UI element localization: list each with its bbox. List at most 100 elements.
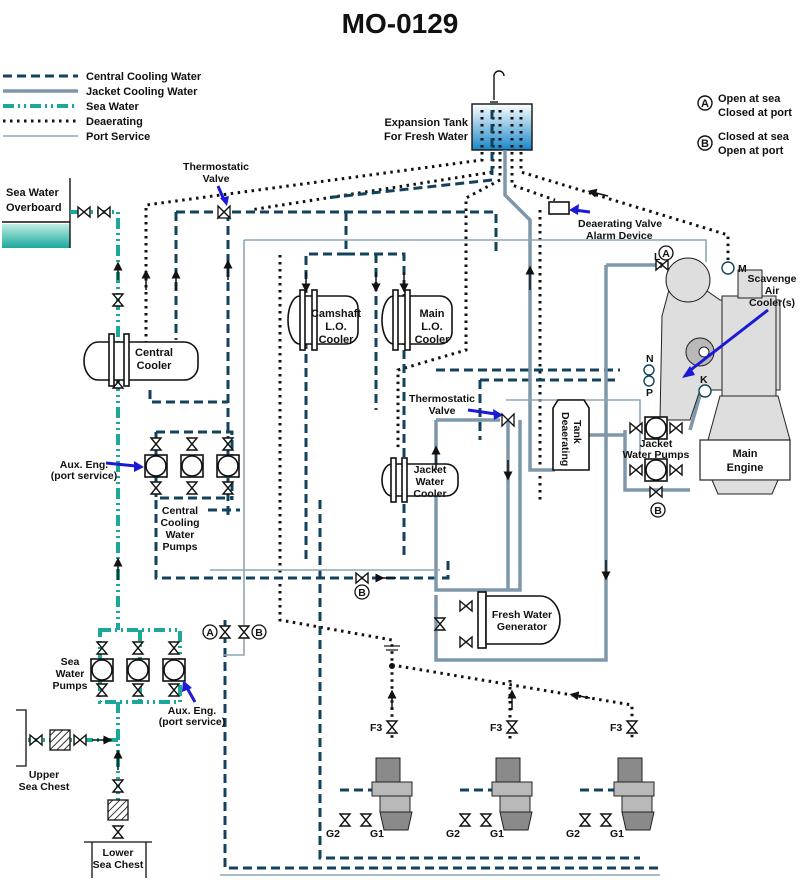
- aux-eng-1-label-2: (port service): [51, 470, 118, 482]
- valve-a-letter: A: [701, 98, 709, 110]
- flow-arrows: [92, 188, 611, 770]
- port-valve-b: B: [354, 572, 370, 600]
- main-lo-cooler-label-2: L.O.: [421, 321, 442, 333]
- sea-water-piping: [28, 210, 182, 810]
- valve-a-aux-line: A: [206, 627, 214, 639]
- jacket-pump-2: [644, 458, 668, 482]
- aux-engine-3-g1: G1: [610, 828, 624, 840]
- jacket-cooling-piping: [434, 150, 702, 662]
- aux-engine-1-g2: G2: [326, 828, 340, 840]
- thermostatic-valve-1-label-1: Thermostatic: [183, 161, 249, 173]
- scavenge-label-3: Cooler(s): [749, 297, 795, 309]
- upper-sea-chest: Upper Sea Chest: [16, 709, 87, 793]
- aux-eng-1-label-1: Aux. Eng.: [60, 459, 109, 471]
- thermostatic-valve-2-label-2: Valve: [429, 405, 456, 417]
- central-pump-3: [216, 454, 240, 478]
- connection-points: L M N P K A: [643, 245, 747, 399]
- thermostatic-valve-1-label-2: Valve: [203, 173, 230, 185]
- central-pumps-label-1: Central: [162, 505, 198, 517]
- fwg-label-1: Fresh Water: [492, 609, 552, 621]
- aux-engine-1-f3: F3: [370, 722, 382, 734]
- jacket-cooler-label-1: Jacket: [414, 464, 447, 476]
- valve-b-symbol: [697, 135, 713, 151]
- valve-b-aux-line: B: [255, 627, 263, 639]
- page-title: MO-0129: [342, 8, 459, 39]
- fresh-water-generator: Fresh Water Generator: [434, 591, 561, 649]
- legend-label-jacket-cooling: Jacket Cooling Water: [86, 86, 198, 98]
- valve-b-line2: Open at port: [718, 145, 784, 157]
- deaerating-tank-label-2: Tank: [571, 420, 583, 444]
- sea-pumps-label-3: Pumps: [52, 680, 87, 692]
- jacket-water-cooler: Jacket Water Cooler: [381, 457, 459, 503]
- valve-b-letter: B: [701, 138, 709, 150]
- camshaft-cooler-label-3: Cooler: [319, 334, 355, 346]
- deaerating-alarm-label-2: Alarm Device: [586, 230, 653, 242]
- central-cooler: Central Cooler: [83, 333, 199, 387]
- main-engine-label-2: Engine: [727, 462, 764, 474]
- camshaft-cooler-label-1: Camshaft: [311, 308, 361, 320]
- sea-water-overboard: Sea Water Overboard: [2, 178, 71, 248]
- thermostatic-valve-2-label-1: Thermostatic: [409, 393, 475, 405]
- upper-sea-chest-label-2: Sea Chest: [19, 781, 70, 793]
- valve-a-symbol: [697, 95, 713, 111]
- valve-a-at-l: A: [662, 248, 670, 260]
- aux-eng-2-label-2: (port service): [159, 716, 226, 728]
- deaerating-alarm-label-1: Deaerating Valve: [578, 218, 662, 230]
- vent-fitting: [384, 645, 400, 669]
- aux-engine-3-f3: F3: [610, 722, 622, 734]
- expansion-tank-label-2: For Fresh Water: [384, 131, 469, 143]
- main-lo-cooler: Main L.O. Cooler: [381, 289, 453, 351]
- main-lo-cooler-label-3: Cooler: [415, 334, 451, 346]
- jacket-cooler-label-3: Cooler: [413, 488, 446, 500]
- central-cooler-label-1: Central: [135, 347, 173, 359]
- aux-eng-port-service-callout-1: Aux. Eng. (port service): [51, 459, 144, 482]
- camshaft-cooler-label-2: L.O.: [325, 321, 346, 333]
- aux-engine-1: F3 G2 G1: [326, 720, 413, 840]
- expansion-tank-label-1: Expansion Tank: [384, 117, 468, 129]
- port-valves-a-b: A B: [202, 624, 267, 640]
- scavenge-label-1: Scavenge: [747, 273, 796, 285]
- port-service-piping: [210, 239, 707, 876]
- connection-n-label: N: [646, 353, 654, 365]
- connection-m-label: M: [738, 263, 747, 275]
- deaerating-tank-label-1: Deaerating: [559, 412, 571, 466]
- thermostatic-valve-1: Thermostatic Valve: [183, 161, 249, 220]
- central-pump-1: [144, 454, 168, 478]
- deaerating-valve-alarm: Deaerating Valve Alarm Device: [548, 201, 662, 242]
- aux-engine-2-g1: G1: [490, 828, 504, 840]
- sea-surface: [2, 224, 70, 248]
- connection-l-label: L: [654, 251, 661, 263]
- lower-strainer: [107, 799, 129, 821]
- aux-engine-2-g2: G2: [446, 828, 460, 840]
- legend-label-sea-water: Sea Water: [86, 101, 140, 113]
- valve-a-line1: Open at sea: [718, 93, 781, 105]
- expansion-tank: Expansion Tank For Fresh Water: [384, 70, 533, 151]
- central-cooling-water-pumps: Central Cooling Water Pumps: [144, 437, 240, 553]
- scavenge-label-2: Air: [765, 285, 780, 297]
- sea-water-pumps: Sea Water Pumps: [52, 641, 186, 697]
- jacket-pump-1: [644, 416, 668, 440]
- aux-engine-3: F3 G2 G1: [566, 720, 655, 840]
- jacket-water-pumps: Jacket Water Pumps B: [623, 416, 690, 518]
- main-engine-label-1: Main: [732, 448, 757, 460]
- deaerating-tank: Deaerating Tank: [552, 399, 590, 471]
- scavenge-air-cooler-callout: Scavenge Air Cooler(s): [682, 273, 797, 378]
- central-cooler-label-2: Cooler: [137, 360, 173, 372]
- central-pumps-label-3: Water: [166, 529, 195, 541]
- lower-sea-chest-label-2: Sea Chest: [93, 859, 144, 871]
- main-lo-cooler-label-1: Main: [419, 308, 444, 320]
- upper-sea-chest-label-1: Upper: [29, 769, 59, 781]
- valve-b-at-jacket-pumps: B: [654, 505, 662, 517]
- central-pumps-label-4: Pumps: [162, 541, 197, 553]
- aux-engine-2: F3 G2 G1: [446, 720, 533, 840]
- sea-pump-2: [126, 658, 150, 682]
- main-engine: Main Engine: [659, 257, 791, 495]
- camshaft-lo-cooler: Camshaft L.O. Cooler: [287, 289, 361, 351]
- jacket-pumps-label-2: Water Pumps: [623, 449, 690, 461]
- upper-strainer: [49, 729, 71, 751]
- legend-label-deaerating: Deaerating: [86, 116, 143, 128]
- sea-pump-3: [162, 658, 186, 682]
- legend-label-central-cooling: Central Cooling Water: [86, 71, 202, 83]
